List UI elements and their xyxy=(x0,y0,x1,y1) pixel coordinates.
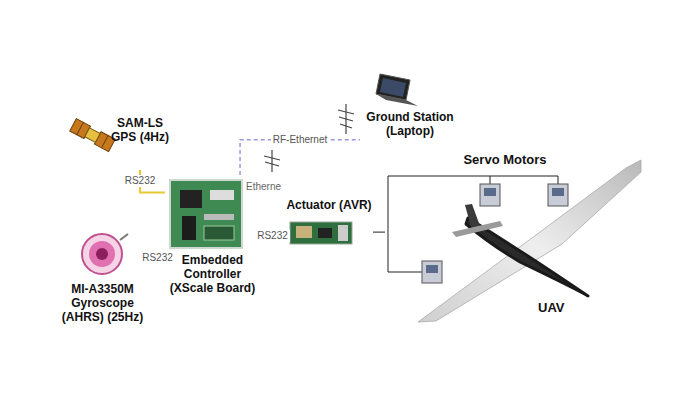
node-label: SAM-LS GPS (4Hz) xyxy=(110,116,170,144)
actuator-board xyxy=(290,222,352,244)
edge-label: RS232 xyxy=(255,230,290,242)
satellite-icon xyxy=(70,119,115,152)
antenna-icon xyxy=(264,104,354,172)
port-label: Etherne xyxy=(246,181,281,192)
servo-wiring xyxy=(388,176,558,272)
connector xyxy=(373,232,385,233)
node-label: Actuator (AVR) xyxy=(285,198,373,212)
edge-label: RS232 xyxy=(140,252,175,264)
servo-motor-icon xyxy=(422,184,568,283)
laptop-icon xyxy=(376,74,418,106)
edge-label: RF-Ethernet xyxy=(271,134,329,146)
actuator-box: Actuator (AVR) xyxy=(285,198,373,253)
uav-label: UAV xyxy=(538,300,564,315)
servo-group: Servo Motors xyxy=(385,152,590,282)
node-label: MI-A3350M Gyroscope (AHRS) (25Hz) xyxy=(57,282,148,324)
gps-box: SAM-LS GPS (4Hz) xyxy=(70,110,170,170)
controller-board xyxy=(170,180,242,248)
gyroscope-box: MI-A3350M Gyroscope (AHRS) (25Hz) xyxy=(55,230,150,338)
edge-label: RS232 xyxy=(123,175,158,187)
uav-illustration xyxy=(418,160,641,322)
node-label: Embedded Controller (XScale Board) xyxy=(165,253,260,295)
ground-station-box: Ground Station (Laptop) xyxy=(360,70,460,152)
controller-box: Embedded Controller (XScale Board) xyxy=(165,175,260,300)
node-label: Servo Motors xyxy=(455,152,555,167)
node-label: Ground Station (Laptop) xyxy=(360,110,460,138)
gyroscope-icon xyxy=(82,234,128,274)
